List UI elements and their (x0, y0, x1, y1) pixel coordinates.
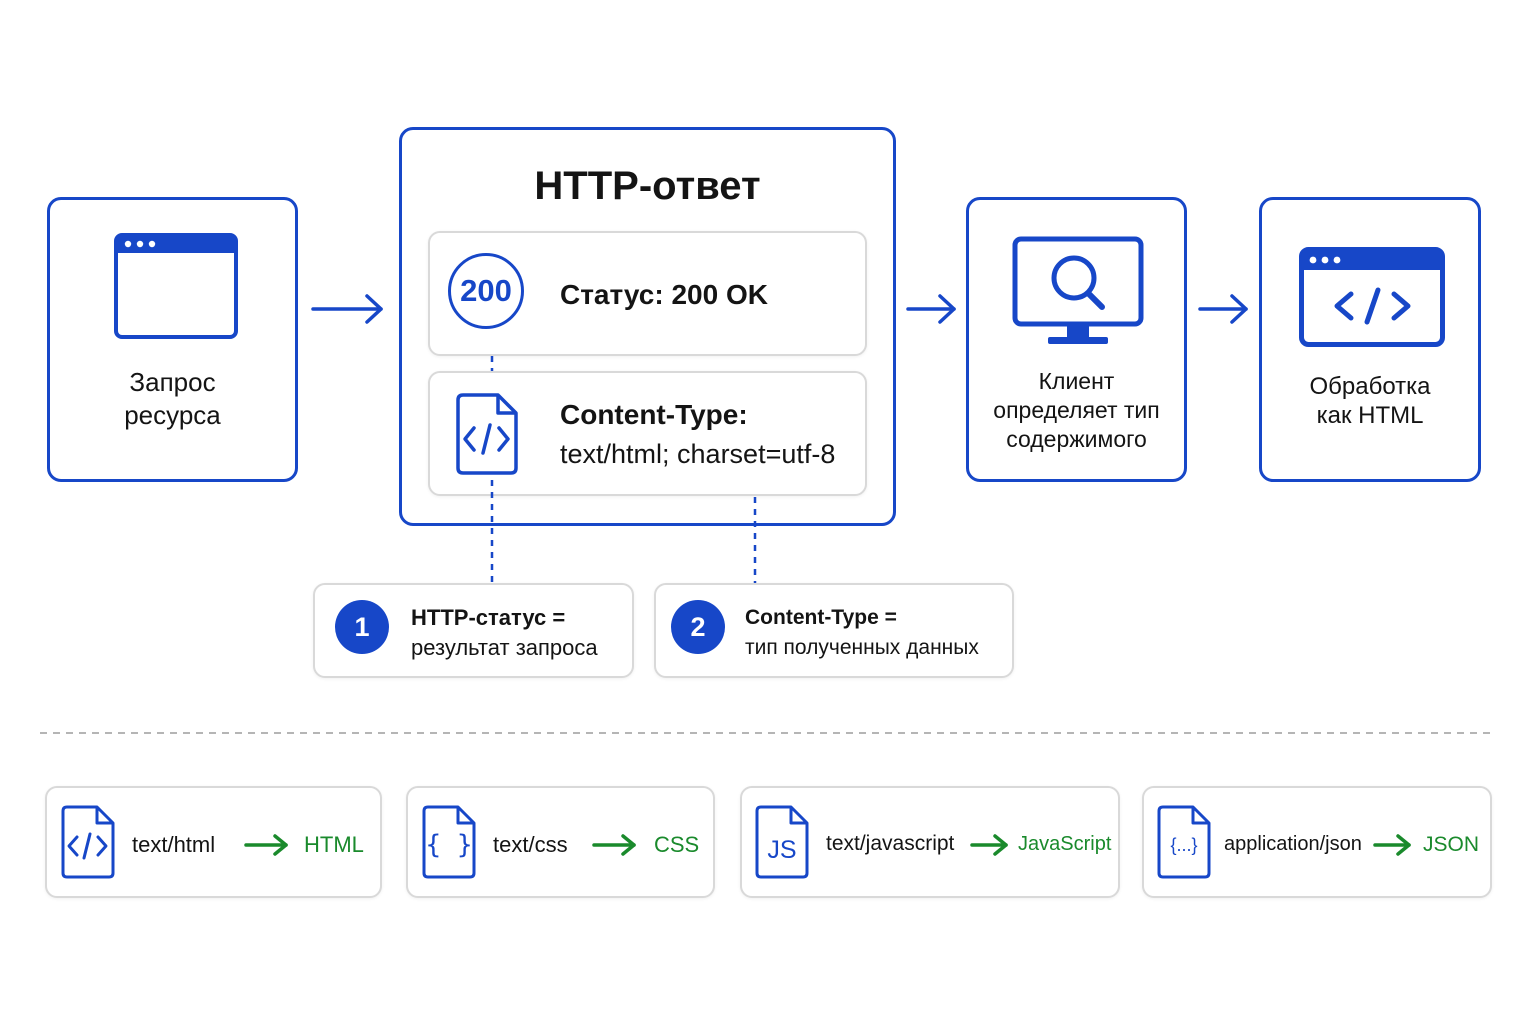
note-line2: результат запроса (411, 635, 598, 660)
json-icon-glyph: {...} (1170, 835, 1198, 855)
status-badge: 200 (448, 253, 524, 329)
mapping-javascript: JS text/javascript JavaScript (740, 786, 1120, 898)
client-label-line2: определяет тип (993, 397, 1160, 423)
http-response-title: HTTP-ответ (534, 164, 761, 208)
request-label-line1: Запрос (129, 367, 216, 397)
client-label-line1: Клиент (1038, 368, 1115, 394)
css-icon-glyph: { } (425, 830, 473, 860)
mapping-json: {...} application/json JSON (1142, 786, 1492, 898)
result-type: JSON (1423, 833, 1480, 856)
note-number: 2 (690, 611, 706, 642)
js-icon-glyph: JS (767, 836, 797, 864)
content-type-value: text/html; charset=utf-8 (560, 439, 836, 469)
note-content-type: 2 Content-Type = тип полученных данных (654, 583, 1014, 678)
result-type: HTML (304, 832, 364, 857)
green-arrow-icon (592, 834, 638, 856)
css-file-icon: { } (421, 804, 477, 880)
status-badge-label: 200 (460, 273, 512, 308)
mime-type: text/html (132, 832, 216, 857)
mime-type: text/css (493, 832, 568, 857)
green-arrow-icon (970, 834, 1010, 856)
note-text: Content-Type = тип полученных данных (745, 603, 979, 663)
mime-type: application/json (1224, 833, 1362, 855)
flow-arrow-icon (906, 293, 958, 325)
green-arrow-icon (1373, 834, 1413, 856)
processing-label-line2: как HTML (1316, 402, 1424, 429)
html-file-icon (60, 804, 116, 880)
status-card: 200 Статус: 200 OK (428, 231, 867, 356)
note-number-badge: 1 (335, 600, 389, 654)
js-file-icon: JS (754, 804, 810, 880)
result-type: JavaScript (1018, 833, 1112, 855)
flow-arrow-icon (311, 293, 385, 325)
note-number-badge: 2 (671, 600, 725, 654)
note-line1: HTTP-статус = (411, 605, 566, 630)
result-type: CSS (654, 832, 700, 857)
browser-code-icon (1299, 247, 1445, 347)
mapping-css: { } text/css CSS (406, 786, 715, 898)
browser-window-icon (114, 233, 238, 339)
request-label-line2: ресурса (124, 400, 221, 430)
mime-type: text/javascript (826, 832, 955, 855)
note-http-status: 1 HTTP-статус = результат запроса (313, 583, 634, 678)
monitor-search-icon (1012, 236, 1144, 348)
processing-box: Обработка как HTML (1259, 197, 1481, 482)
json-file-icon: {...} (1156, 804, 1212, 880)
processing-label: Обработка как HTML (1262, 372, 1478, 430)
green-arrow-icon (244, 834, 290, 856)
note-line1: Content-Type = (745, 606, 897, 629)
client-box: Клиент определяет тип содержимого (966, 197, 1187, 482)
content-type-card: Content-Type: text/html; charset=utf-8 (428, 371, 867, 496)
client-label: Клиент определяет тип содержимого (969, 367, 1184, 454)
note-line2: тип полученных данных (745, 636, 979, 659)
flow-arrow-icon (1198, 293, 1250, 325)
mapping-html: text/html HTML (45, 786, 382, 898)
note-number: 1 (354, 611, 370, 642)
processing-label-line1: Обработка (1309, 373, 1431, 400)
content-type-label: Content-Type: (560, 399, 748, 430)
request-label: Запрос ресурса (50, 366, 295, 432)
request-box: Запрос ресурса (47, 197, 298, 482)
status-text: Статус: 200 OK (560, 279, 768, 310)
code-file-icon (454, 392, 520, 476)
note-text: HTTP-статус = результат запроса (411, 603, 598, 663)
client-label-line3: содержимого (1006, 426, 1147, 452)
